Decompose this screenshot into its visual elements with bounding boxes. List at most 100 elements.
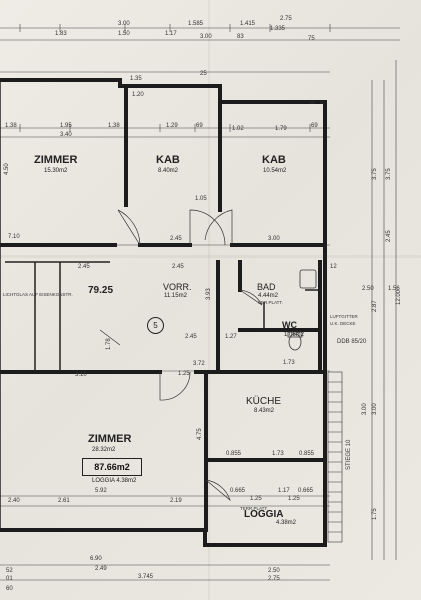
dim-left-9: 5.92 — [95, 488, 107, 494]
note-ofen-o: O — [320, 100, 324, 105]
dim-top-29: 2.45 — [172, 264, 184, 270]
dim-left-1: 4.50 — [4, 163, 10, 175]
dim-mid-9: 0.855 — [226, 451, 242, 457]
dim-top-19: 1.79 — [275, 126, 287, 132]
room-bad-note: KER.PLATT. — [258, 300, 283, 305]
room-wc-name: WC — [282, 320, 297, 330]
dim-top-2: 1.585 — [188, 21, 204, 27]
paper-fold-vertical — [208, 0, 210, 600]
dim-top-1: 3.00 — [118, 21, 130, 27]
room-vorr-name: VORR. — [163, 282, 192, 292]
dim-left-17: 2.75 — [268, 576, 280, 582]
dim-left-19: 01 — [6, 576, 13, 582]
room-zimmer-top-area: 15.30m2 — [44, 168, 68, 174]
dim-left-2: 3.75 — [372, 168, 378, 180]
dim-mid-8: 4.75 — [197, 428, 203, 440]
note-ceiling: U.K. DECKE — [330, 321, 356, 326]
dim-left-18: 52 — [6, 568, 13, 574]
dim-top-17: 69 — [196, 123, 203, 129]
dim-left-13: 6.90 — [90, 556, 102, 562]
dim-left-14: 2.49 — [95, 566, 107, 572]
room-kab1-area: 8.40m2 — [158, 168, 179, 174]
dim-left-6: 3.00 — [372, 403, 378, 415]
room-wc-area: 1.06m2 — [284, 332, 305, 338]
dim-top-16: 1.29 — [166, 123, 178, 129]
dim-left-8: 3.10 — [75, 372, 87, 378]
dim-mid-15: 1.25 — [250, 496, 262, 502]
room-bad-area: 4.44m2 — [258, 293, 279, 299]
partition-walls — [0, 80, 321, 530]
dim-mid-5: 3.72 — [193, 361, 205, 367]
dim-top-25: 2.45 — [170, 236, 182, 242]
room-bad-name: BAD — [257, 282, 276, 292]
dim-top-11: 75 — [308, 36, 315, 42]
dim-mid-4: 1.78 — [106, 338, 112, 350]
dim-mid-10: 1.73 — [272, 451, 284, 457]
walls — [0, 78, 327, 547]
dim-top-23: 1.20 — [132, 92, 144, 98]
dim-top-6: 1.50 — [118, 31, 130, 37]
dim-top-26: 3.00 — [268, 236, 280, 242]
room-loggia-name: LOGGIA — [244, 509, 283, 520]
dim-top-18: 1.02 — [232, 126, 244, 132]
dim-mid-3: 1.27 — [225, 334, 237, 340]
dim-mid-14: 0.665 — [298, 488, 314, 494]
dim-mid-18: 12 — [330, 264, 337, 270]
dim-top-28: 2.45 — [78, 264, 90, 270]
dim-left-3: 3.75 — [386, 168, 392, 180]
dimension-lines — [0, 24, 400, 581]
dim-top-12: 1.38 — [5, 123, 17, 129]
door-swings — [99, 209, 263, 502]
dim-mid-11: 0.855 — [299, 451, 315, 457]
loggia-area-note: LOGGIA 4.38m2 — [92, 478, 137, 484]
note-ddb: DDB 85/20 — [337, 339, 367, 345]
dim-top-8: 3.00 — [200, 34, 212, 40]
room-vorr-area: 11.15m2 — [164, 293, 188, 299]
dim-top-13: 1.95 — [60, 123, 72, 129]
room-loggia-note: TERR.PLATT. — [240, 506, 268, 511]
dim-top-9: 83 — [237, 34, 244, 40]
dim-top-22: 1.35 — [130, 76, 142, 82]
dim-mid-12: 0.665 — [230, 488, 246, 494]
dim-top-5: 1.83 — [55, 31, 67, 37]
dim-left-5: 2.87 — [372, 300, 378, 312]
dim-top-3: 1.415 — [240, 21, 256, 27]
dim-left-12: 2.19 — [170, 498, 182, 504]
note-ofen-w: W — [310, 100, 315, 105]
paper-fold-horizontal — [0, 255, 421, 258]
room-kab2-name: KAB — [262, 154, 286, 166]
unit-number: 79.25 — [88, 285, 114, 296]
dim-top-31: 1.56 — [388, 286, 400, 292]
room-loggia-area: 4.38m2 — [276, 520, 297, 526]
dim-left-4: 2.45 — [386, 230, 392, 242]
total-area-box: 87.66m2 — [82, 458, 142, 476]
dim-mid-17: 3.00 — [362, 403, 368, 415]
dimension-texts-mid: 3.93 2.45 1.27 1.78 3.72 1.25 1.73 4.75 … — [106, 264, 368, 502]
dim-top-27: 7.10 — [8, 234, 20, 240]
stair-label: STIEGE 10 — [346, 439, 352, 470]
dimension-texts-left: 4.50 3.75 3.75 2.45 2.87 3.00 1.75 3.10 … — [4, 163, 392, 592]
room-kueche-name: KÜCHE — [246, 395, 281, 407]
room-zimmer-bottom-area: 28.32m2 — [92, 447, 116, 453]
dim-mid-7: 1.73 — [283, 360, 295, 366]
dim-left-16: 2.50 — [268, 568, 280, 574]
bath-fixtures — [287, 269, 317, 351]
dim-top-24: 1.05 — [195, 196, 207, 202]
dim-top-30: 2.50 — [362, 286, 374, 292]
dim-mid-1: 3.93 — [206, 288, 212, 300]
dim-left-7: 1.75 — [372, 508, 378, 520]
dim-top-14: 1.38 — [108, 123, 120, 129]
dim-mid-6: 1.25 — [178, 371, 190, 377]
dim-left-20: 60 — [6, 586, 13, 592]
dim-left-15: 3.745 — [138, 574, 154, 580]
dim-top-15: 3.40 — [60, 132, 72, 138]
note-vent: LUFTGITTER — [330, 314, 358, 319]
dim-top-4: 2.75 — [280, 16, 292, 22]
dim-mid-13: 1.17 — [278, 488, 290, 494]
dim-mid-16: 1.25 — [288, 496, 300, 502]
dim-top-7: 1.17 — [165, 31, 177, 37]
dim-top-21: 25 — [200, 71, 207, 77]
dim-left-11: 2.61 — [58, 498, 70, 504]
staircase — [327, 371, 343, 543]
